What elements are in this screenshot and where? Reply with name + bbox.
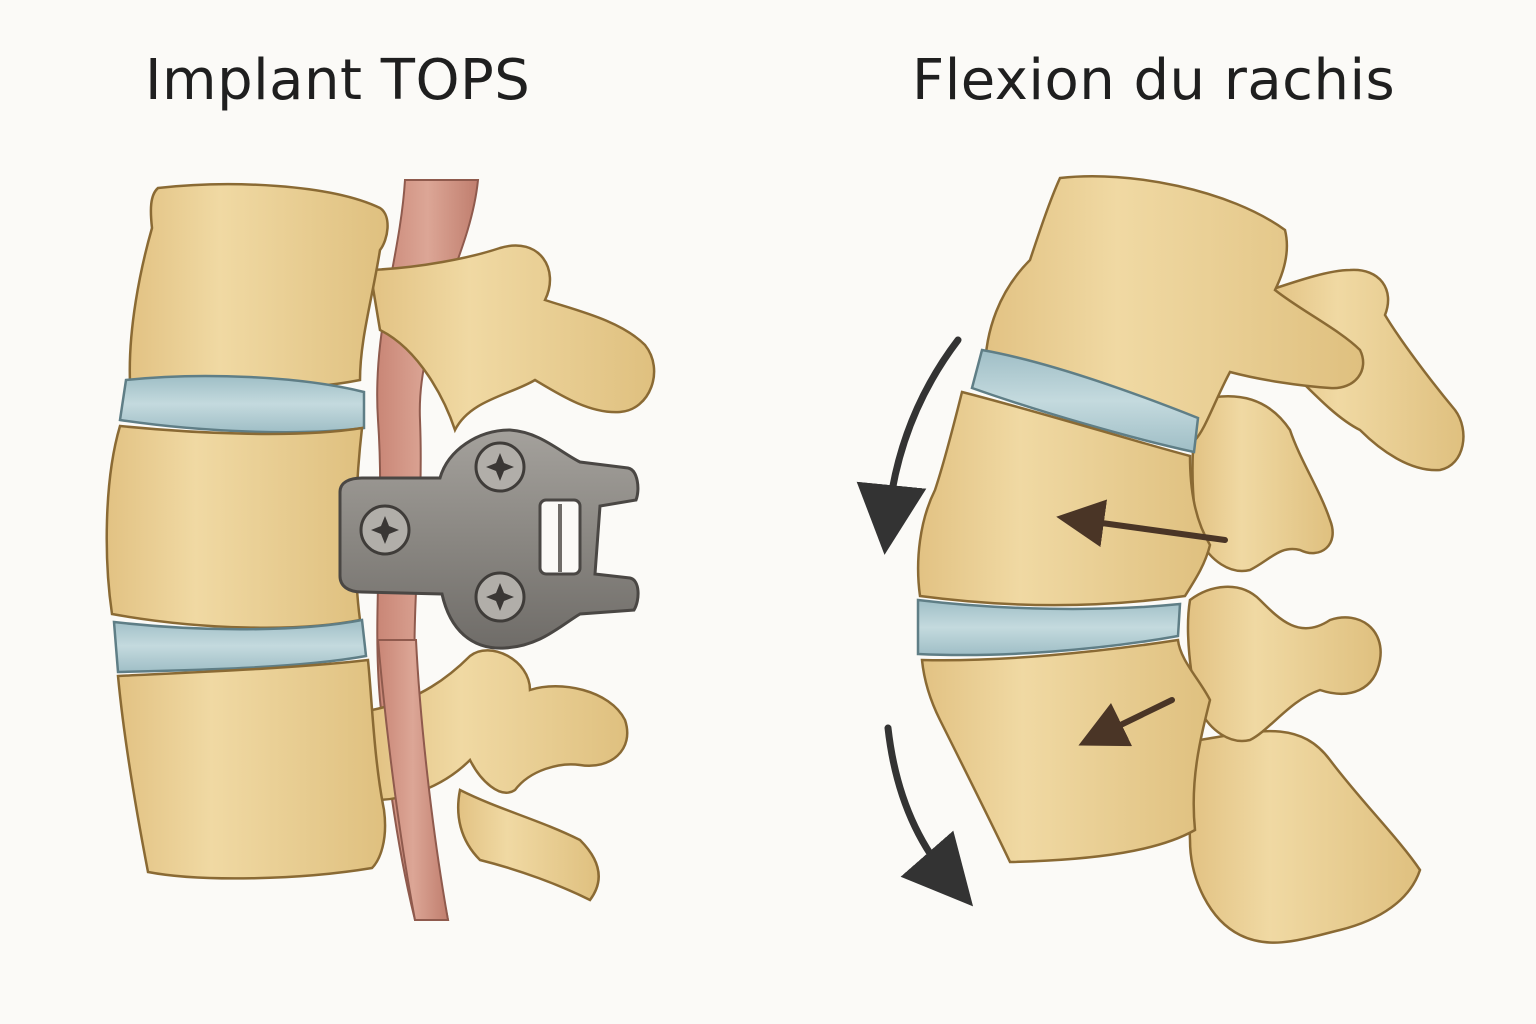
- screw-head-icon: [359, 504, 411, 556]
- middle-vertebral-body: [105, 424, 364, 629]
- curved-arrow-icon: [856, 336, 962, 555]
- lower-posterior-element: [1188, 729, 1422, 944]
- upper-posterior-process: [368, 244, 656, 434]
- tops-implant: [338, 428, 640, 650]
- implant-plate: [338, 428, 640, 650]
- upper-intervertebral-disc-flexed: [970, 348, 1200, 454]
- lower-vertebral-body: [116, 658, 387, 880]
- implant-panel: [105, 179, 656, 921]
- lower-posterior-process: [370, 649, 629, 802]
- panel-title-flexion: Flexion du rachis: [912, 48, 1396, 113]
- straight-arrow-icon: [1078, 697, 1175, 747]
- curved-arrow-icon: [884, 724, 974, 907]
- upper-intervertebral-disc: [118, 374, 366, 434]
- lower-intervertebral-disc-flexed: [916, 598, 1182, 657]
- lower-posterior-process-right: [1186, 585, 1382, 743]
- middle-posterior-process: [1191, 395, 1334, 573]
- upper-vertebral-body: [128, 183, 389, 391]
- screw-head-icon: [474, 571, 526, 623]
- lower-lamina: [456, 788, 600, 902]
- middle-vertebral-body-flexed: [916, 390, 1212, 607]
- panel-title-implant: Implant TOPS: [145, 48, 531, 113]
- lower-intervertebral-disc: [112, 618, 368, 674]
- flexion-panel: [856, 175, 1465, 944]
- lower-vertebral-body-flexed: [920, 638, 1212, 864]
- screw-head-icon: [474, 441, 526, 493]
- spinal-cord-lower-segment: [376, 639, 450, 921]
- straight-arrow-icon: [1056, 499, 1228, 548]
